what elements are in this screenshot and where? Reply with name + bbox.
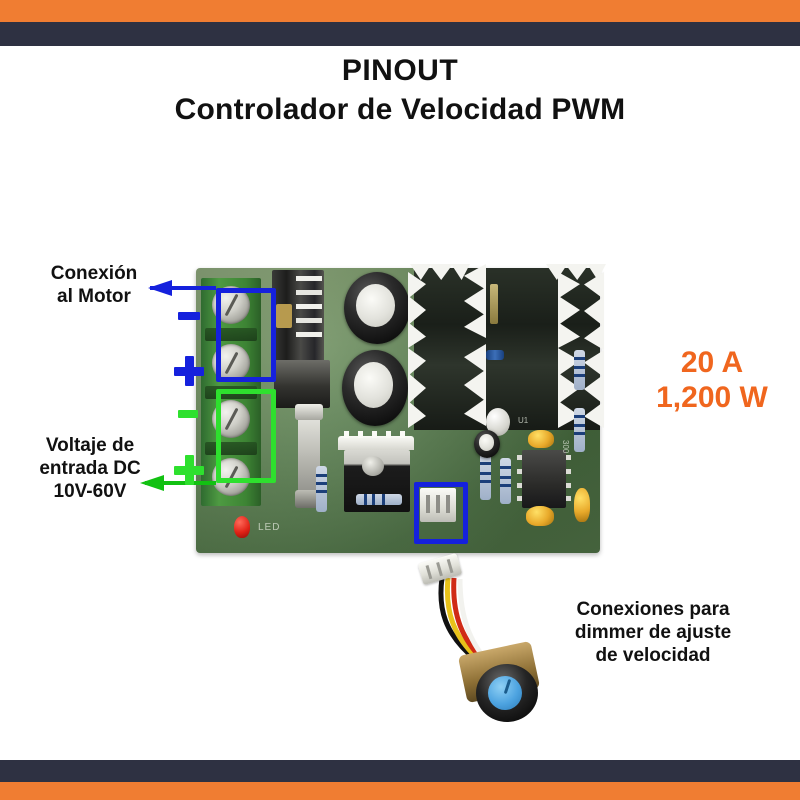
dimmer-connection-label: Conexiones para dimmer de ajuste de velo…: [574, 599, 732, 667]
bottom-accent-bar: [0, 782, 800, 800]
resistor: [500, 458, 511, 504]
resistor: [574, 350, 585, 390]
top-dark-bar: [0, 22, 800, 46]
motor-connection-label: Conexión al Motor: [50, 263, 138, 308]
pwm-ic: [517, 450, 571, 508]
small-heatsink: [272, 270, 324, 374]
dimmer-connector: [420, 488, 456, 522]
resistor: [356, 494, 402, 505]
ceramic-capacitor: [574, 488, 590, 522]
input-voltage-label: Voltaje de entrada DC 10V-60V: [39, 435, 141, 503]
motor-plus-symbol: [174, 356, 204, 386]
resistor: [480, 454, 491, 500]
transistor-clip: [338, 431, 414, 450]
header-block: PINOUT Controlador de Velocidad PWM: [0, 52, 800, 130]
dimmer-connector-highlight: [414, 482, 468, 544]
ceramic-capacitor: [526, 506, 554, 526]
motor-minus-symbol: [178, 305, 200, 327]
page-subtitle: Controlador de Velocidad PWM: [174, 93, 626, 126]
inductor-body: [274, 360, 330, 408]
silkscreen-led-label: LED: [258, 522, 281, 533]
top-accent-bar: [0, 0, 800, 22]
resistor: [574, 408, 585, 452]
supply-terminal-highlight: [216, 389, 276, 483]
pwm-controller-board: 300 U1 LED: [196, 264, 606, 553]
motor-terminal-highlight: [216, 288, 276, 382]
speed-adjust-potentiometer: [398, 552, 568, 738]
page-title: PINOUT: [341, 54, 459, 87]
potentiometer-knob-cap: [488, 676, 522, 710]
supply-minus-symbol: [178, 404, 198, 424]
electrolytic-capacitor-c2: [342, 350, 408, 426]
supply-plus-symbol: [174, 455, 204, 485]
resistor: [316, 466, 327, 512]
rating-label: 20 A 1,200 W: [656, 346, 768, 415]
potentiometer-knob: [476, 664, 538, 722]
power-led: [234, 516, 250, 538]
electrolytic-capacitor-c1: [344, 272, 410, 344]
silkscreen-ic-ref: U1: [518, 416, 529, 425]
ceramic-capacitor: [528, 430, 554, 448]
bottom-dark-bar: [0, 760, 800, 782]
small-electrolytic-capacitor: [474, 430, 500, 458]
